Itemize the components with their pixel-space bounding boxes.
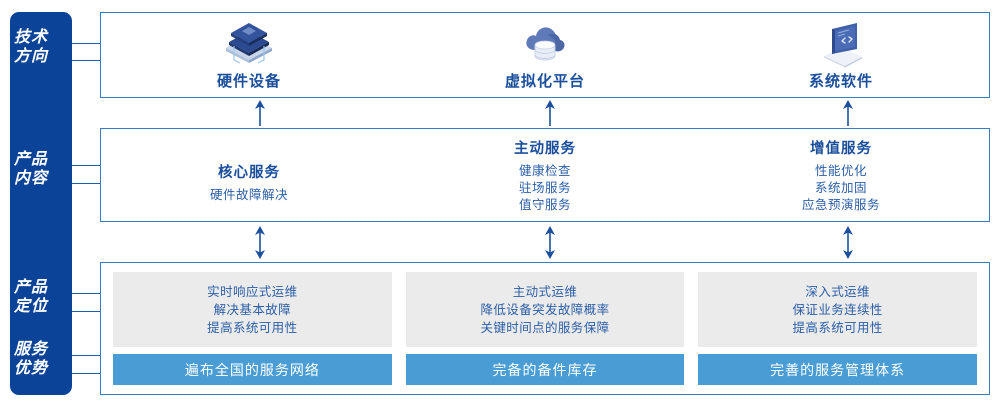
- connector-line: [72, 355, 100, 356]
- positioning-line: 主动式运维: [512, 284, 578, 299]
- product-positioning-panel: 实时响应式运维 解决基本故障 提高系统可用性 遍布全国的服务网络 主动式运维 降…: [100, 262, 990, 395]
- server-stack-icon: [226, 22, 272, 64]
- sidebar-label-line1: 产品: [13, 279, 48, 296]
- arrow-bidirectional-icon: [255, 226, 265, 259]
- positioning-card-indepth[interactable]: 深入式运维 保证业务连续性 提高系统可用性 完善的服务管理体系: [698, 272, 978, 385]
- product-title: 增值服务: [810, 140, 872, 157]
- tech-direction-panel: 硬件设备 虚拟化平台: [100, 12, 990, 98]
- sidebar-label-line1: 产品: [13, 151, 48, 168]
- tech-card-system-software[interactable]: 系统软件: [693, 13, 989, 97]
- sidebar-item-product-positioning[interactable]: 产品 定位: [0, 278, 62, 316]
- positioning-box: 主动式运维 降低设备突发故障概率 关键时间点的服务保障: [405, 272, 685, 347]
- connector-line: [72, 183, 100, 184]
- positioning-line: 实时响应式运维: [207, 284, 298, 299]
- positioning-line: 降低设备突发故障概率: [480, 302, 610, 317]
- cloud-database-icon: [526, 26, 565, 60]
- tech-label: 硬件设备: [216, 72, 281, 90]
- sidebar-item-product-content[interactable]: 产品 内容: [0, 150, 62, 188]
- positioning-box: 深入式运维 保证业务连续性 提高系统可用性: [698, 272, 978, 347]
- advantage-bar[interactable]: 遍布全国的服务网络: [113, 354, 392, 385]
- product-item: 性能优化: [814, 163, 867, 178]
- product-content-panel: 核心服务 硬件故障解决 主动服务 健康检查 驻场服务 值守服务 增值服务 性能优…: [100, 128, 990, 222]
- product-item: 值守服务: [518, 197, 571, 212]
- connector-line: [72, 60, 100, 61]
- laptop-code-icon: [824, 22, 862, 67]
- product-item: 应急预演服务: [801, 197, 880, 212]
- connector-line: [72, 373, 100, 374]
- advantage-bar[interactable]: 完备的备件库存: [405, 354, 685, 385]
- sidebar-label-line2: 定位: [13, 298, 48, 315]
- positioning-card-realtime[interactable]: 实时响应式运维 解决基本故障 提高系统可用性 遍布全国的服务网络: [113, 272, 392, 385]
- positioning-line: 关键时间点的服务保障: [480, 320, 610, 335]
- sidebar-item-tech-direction[interactable]: 技术 方向: [0, 28, 62, 66]
- connector-line: [72, 43, 100, 44]
- connector-line: [72, 311, 100, 312]
- positioning-line: 提高系统可用性: [207, 320, 298, 335]
- tech-card-hardware[interactable]: 硬件设备: [101, 13, 397, 97]
- tech-card-virtualization[interactable]: 虚拟化平台: [397, 13, 693, 97]
- advantage-bar[interactable]: 完善的服务管理体系: [698, 354, 978, 385]
- product-title: 核心服务: [218, 164, 280, 181]
- positioning-line: 深入式运维: [805, 284, 870, 299]
- sidebar-label-line1: 服务: [13, 341, 48, 358]
- product-item: 健康检查: [518, 163, 571, 178]
- product-item: 系统加固: [814, 180, 867, 195]
- product-card-core-service[interactable]: 核心服务 硬件故障解决: [101, 129, 397, 221]
- product-card-proactive-service[interactable]: 主动服务 健康检查 驻场服务 值守服务: [397, 129, 693, 221]
- sidebar-label-line2: 内容: [13, 170, 48, 187]
- product-title: 主动服务: [514, 140, 576, 157]
- arrow-up-icon: [255, 100, 265, 126]
- tech-label: 系统软件: [808, 72, 873, 90]
- positioning-line: 解决基本故障: [213, 302, 292, 317]
- positioning-line: 保证业务连续性: [792, 302, 883, 317]
- positioning-box: 实时响应式运维 解决基本故障 提高系统可用性: [113, 272, 392, 347]
- sidebar-label-line1: 技术: [13, 29, 48, 46]
- connector-line: [72, 165, 100, 166]
- product-item: 驻场服务: [518, 180, 571, 195]
- arrow-up-icon: [843, 100, 853, 126]
- product-card-value-added-service[interactable]: 增值服务 性能优化 系统加固 应急预演服务: [693, 129, 989, 221]
- sidebar-label-line2: 优势: [13, 360, 48, 377]
- sidebar-item-service-advantage[interactable]: 服务 优势: [0, 340, 62, 378]
- sidebar-label-line2: 方向: [13, 48, 48, 65]
- arrow-bidirectional-icon: [843, 226, 853, 259]
- arrow-bidirectional-icon: [545, 226, 555, 259]
- product-item: 硬件故障解决: [209, 187, 288, 202]
- positioning-card-proactive[interactable]: 主动式运维 降低设备突发故障概率 关键时间点的服务保障 完备的备件库存: [405, 272, 685, 385]
- positioning-line: 提高系统可用性: [792, 320, 883, 335]
- tech-label: 虚拟化平台: [504, 72, 585, 90]
- connector-line: [72, 293, 100, 294]
- sidebar: [10, 12, 72, 395]
- arrow-up-icon: [545, 100, 555, 126]
